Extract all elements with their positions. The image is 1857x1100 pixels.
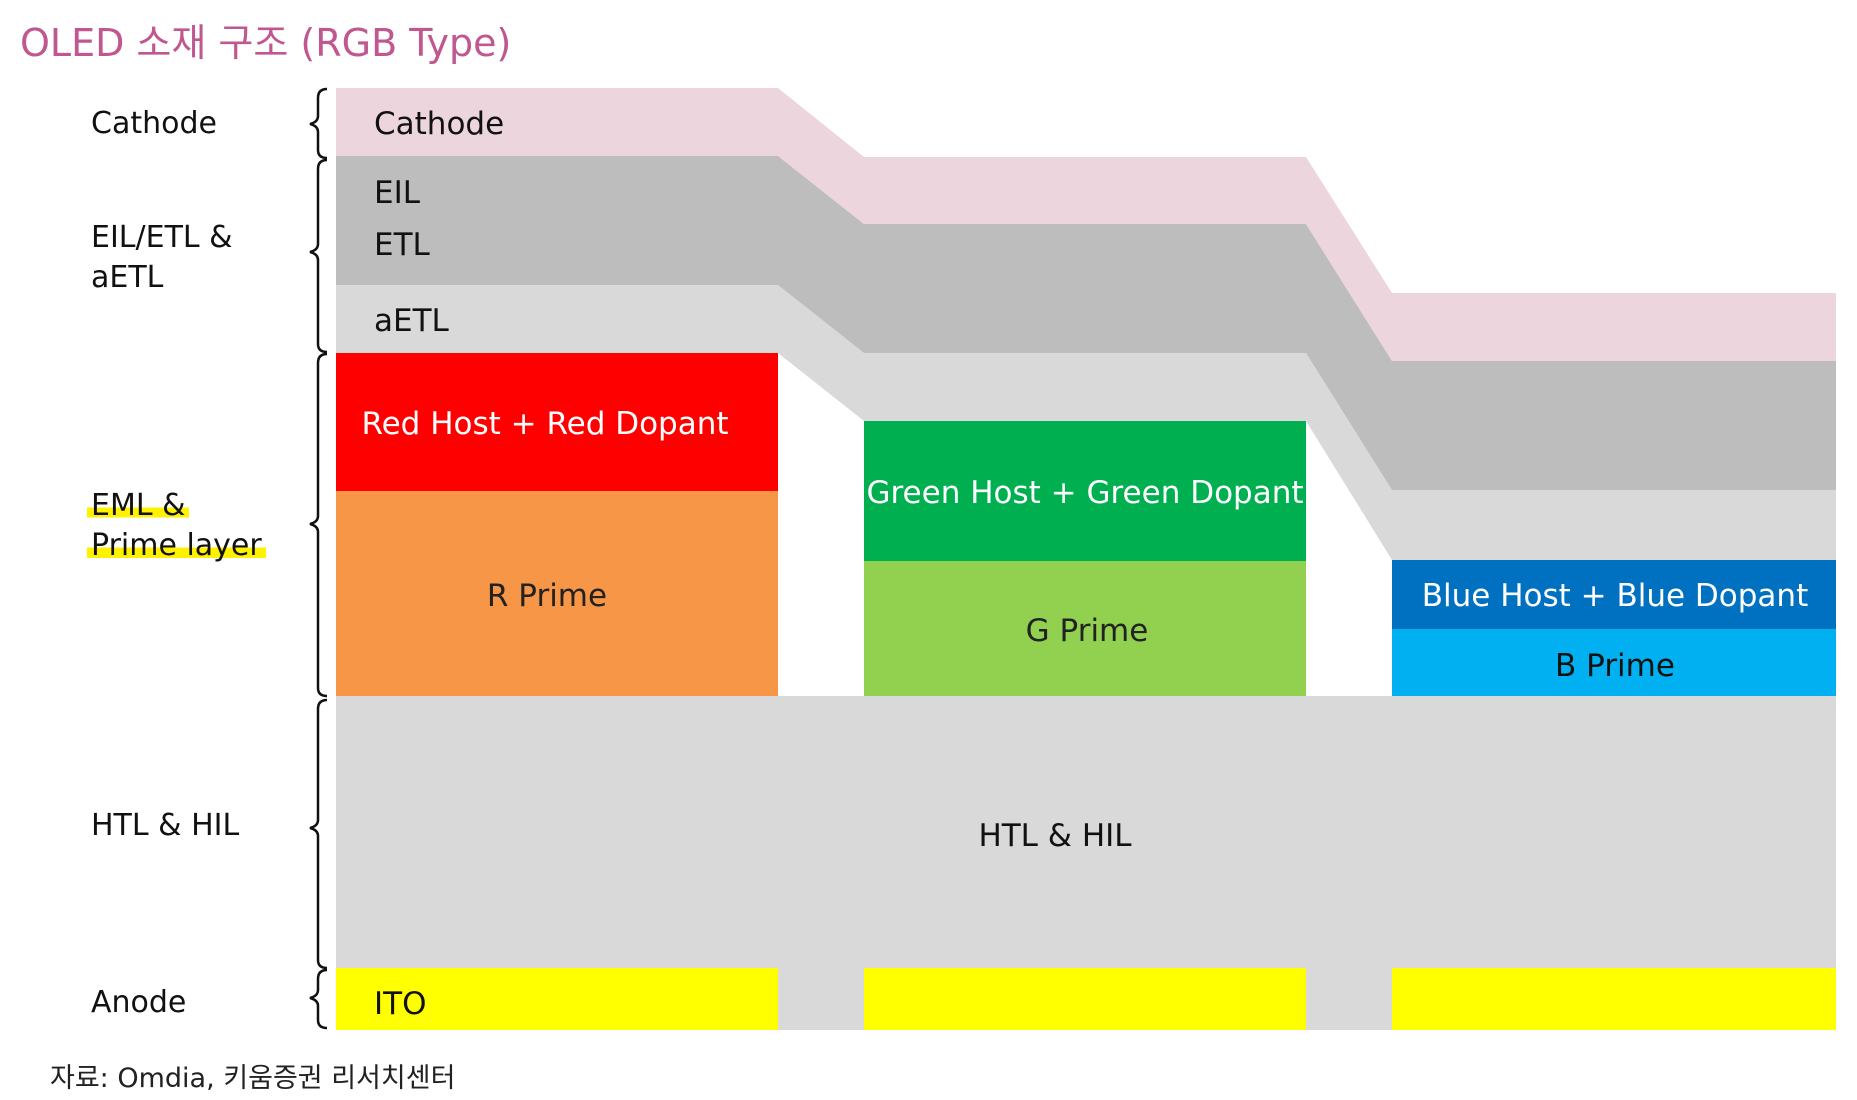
side-label-eml: EML & Prime layer <box>87 486 266 566</box>
ito-label: ITO <box>374 986 426 1022</box>
side-label-eml-line1: EML & <box>87 488 190 523</box>
ito-blue <box>1392 968 1836 1030</box>
brace-eil-etl <box>309 158 328 354</box>
htl-hil-label: HTL & HIL <box>978 818 1132 854</box>
side-label-htl-hil: HTL & HIL <box>91 808 240 843</box>
page-title: OLED 소재 구조 (RGB Type) <box>20 21 512 65</box>
b-prime-layer <box>1392 629 1836 696</box>
cathode-layer <box>336 88 1836 361</box>
side-label-eil-etl-line1: EIL/ETL & <box>91 220 233 255</box>
brace-htl <box>309 698 328 970</box>
side-label-eml-line2: Prime layer <box>87 528 266 563</box>
side-label-anode: Anode <box>91 985 187 1020</box>
eil-layer-label: EIL <box>374 175 421 211</box>
ito-red <box>336 968 778 1030</box>
side-label-eil-etl-line2: aETL <box>91 260 164 295</box>
r-prime-layer <box>336 491 778 696</box>
blue-eml-layer <box>1392 560 1836 629</box>
layer-braces <box>309 87 328 1030</box>
r-prime-label: R Prime <box>487 578 607 614</box>
blue-eml-label: Blue Host + Blue Dopant <box>1422 578 1809 614</box>
etl-layer-label: ETL <box>374 227 431 263</box>
brace-anode <box>309 968 328 1030</box>
side-label-eil-etl: EIL/ETL & aETL <box>91 218 233 298</box>
ito-green <box>864 968 1306 1030</box>
g-prime-layer <box>864 561 1306 696</box>
brace-cathode <box>309 87 328 160</box>
red-eml-layer <box>336 353 778 491</box>
g-prime-label: G Prime <box>1026 613 1149 649</box>
b-prime-label: B Prime <box>1555 648 1675 684</box>
side-label-cathode: Cathode <box>91 106 217 141</box>
green-eml-label: Green Host + Green Dopant <box>866 475 1303 511</box>
green-eml-layer <box>864 421 1306 561</box>
brace-eml <box>309 352 328 698</box>
eil-etl-layer <box>336 156 1836 490</box>
red-eml-label: Red Host + Red Dopant <box>361 406 728 442</box>
aetl-layer <box>336 285 1836 560</box>
source-note: 자료: Omdia, 키움증권 리서치센터 <box>50 1063 456 1094</box>
aetl-layer-label: aETL <box>374 303 450 339</box>
cathode-layer-label: Cathode <box>374 106 504 142</box>
